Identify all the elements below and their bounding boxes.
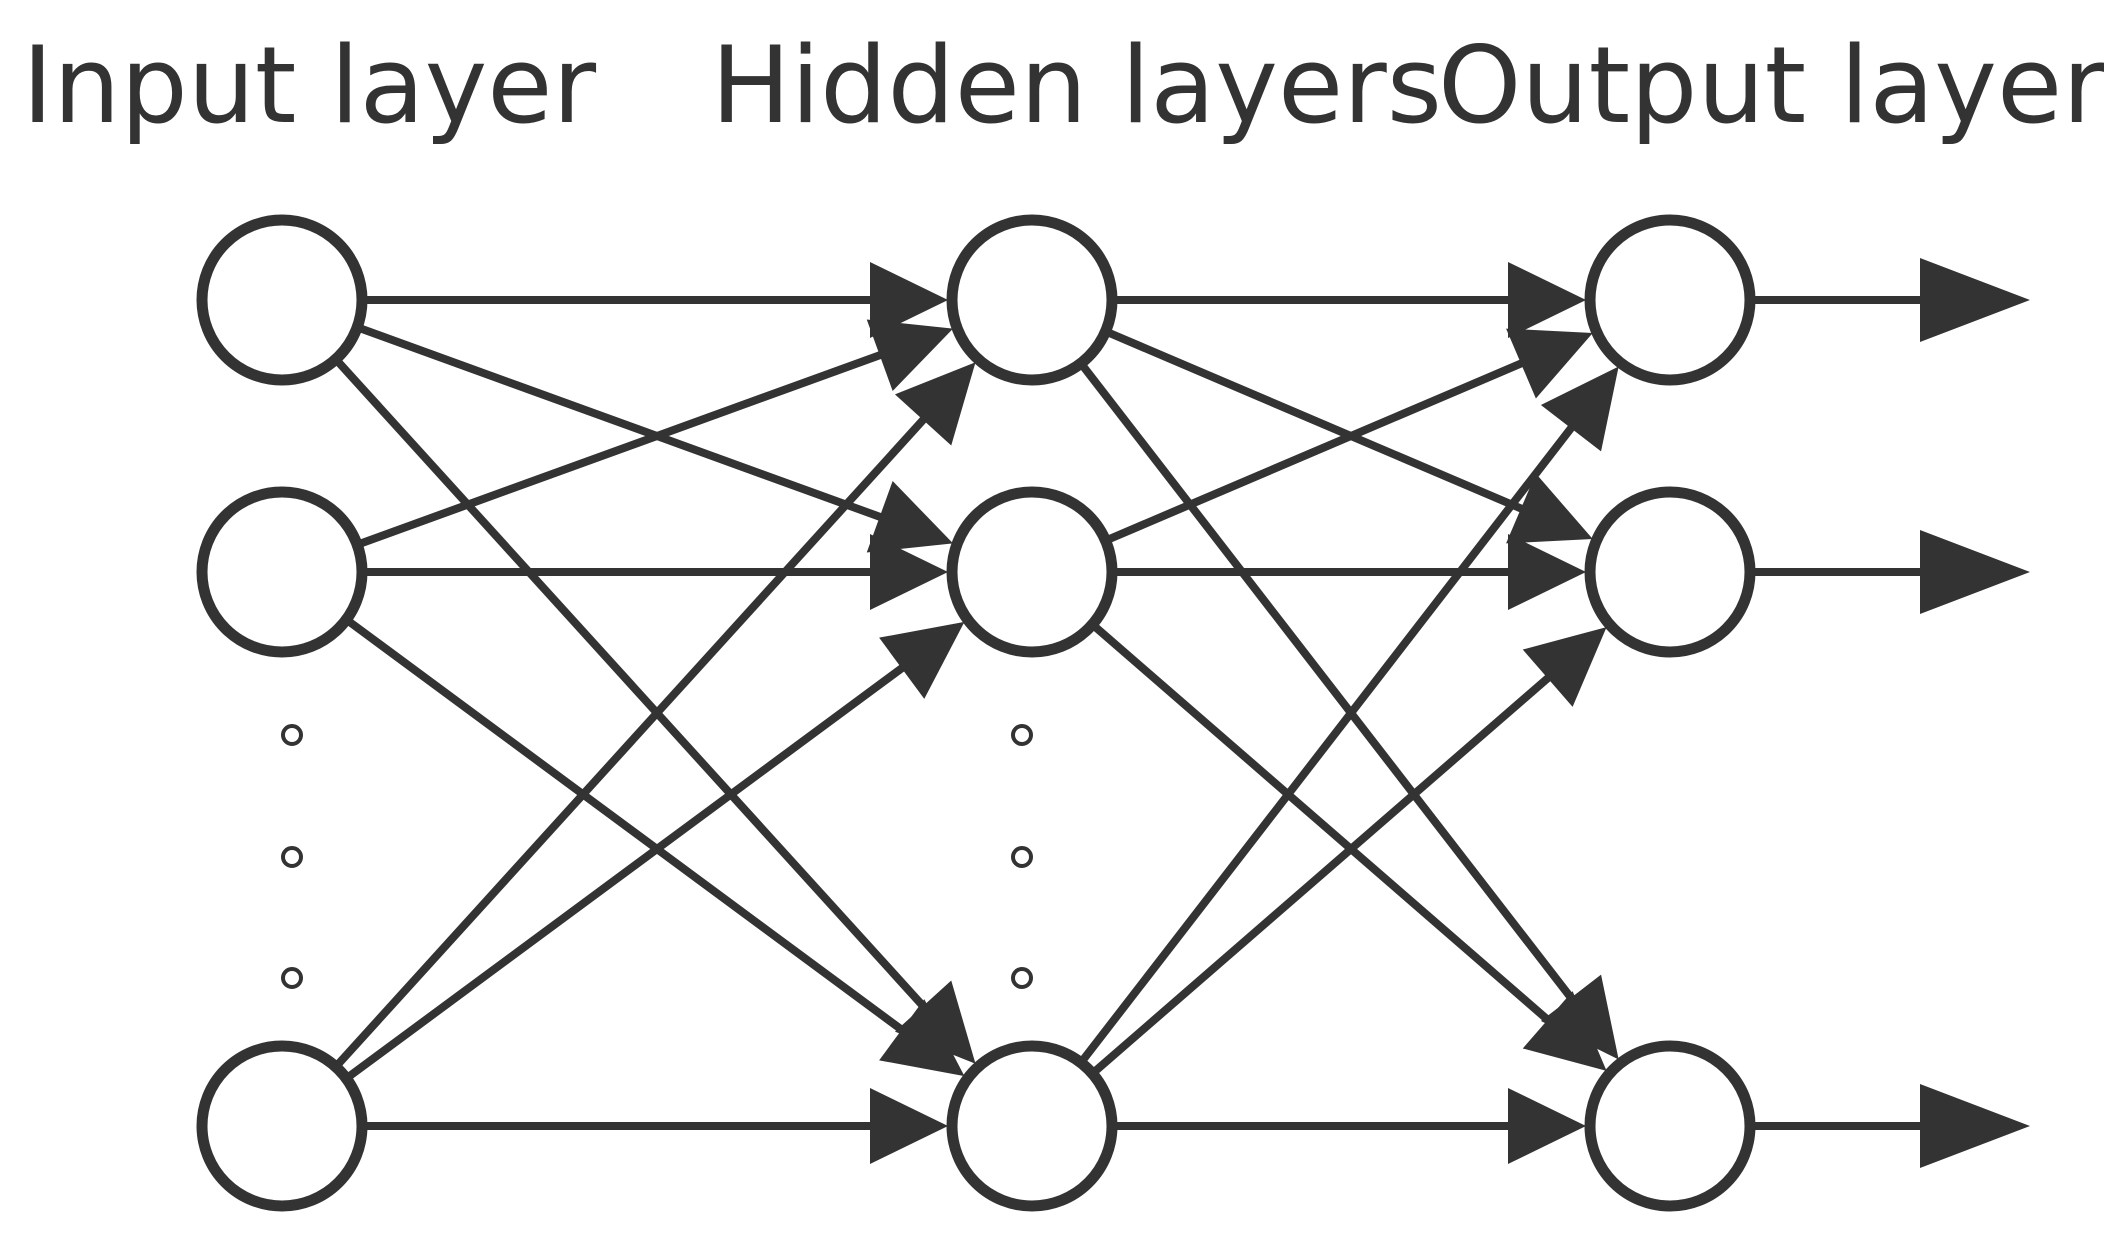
input-ellipsis-dot-1 xyxy=(281,724,303,746)
edge-hidden-3-to-output-2-line xyxy=(1089,672,1554,1077)
edge-hidden-2-to-output-1-arrowhead xyxy=(1506,328,1593,399)
edge-hidden-3-to-output-2-arrowhead xyxy=(1522,627,1607,707)
edge-input-3-to-hidden-2-arrowhead xyxy=(879,621,965,699)
edge-input-2-to-hidden-3-line xyxy=(343,616,908,1036)
edge-input-3-to-hidden-3 xyxy=(362,1088,948,1164)
edge-hidden-2-to-output-1 xyxy=(1104,328,1593,545)
hidden-ellipsis-dot-2 xyxy=(1011,846,1033,868)
edge-input-1-to-hidden-1-arrowhead xyxy=(870,262,948,338)
hidden-neuron-2 xyxy=(946,486,1118,658)
edge-input-3-to-hidden-2-line xyxy=(343,662,908,1082)
edge-hidden-1-to-output-2 xyxy=(1104,327,1593,544)
edge-hidden-2-to-output-3-arrowhead xyxy=(1522,991,1607,1071)
output-arrow-2 xyxy=(1750,530,2030,614)
edge-hidden-2-to-output-2 xyxy=(1112,534,1586,610)
hidden-neuron-3 xyxy=(946,1040,1118,1212)
output-arrow-3-arrowhead xyxy=(1920,1084,2030,1168)
edge-hidden-1-to-output-3-line xyxy=(1077,360,1577,1004)
edge-input-2-to-hidden-1 xyxy=(355,319,954,549)
input-ellipsis-dot-2 xyxy=(281,846,303,868)
edge-input-1-to-hidden-2-arrowhead xyxy=(866,481,954,553)
neurons xyxy=(196,214,1756,1212)
edge-input-2-to-hidden-1-arrowhead xyxy=(866,319,954,391)
input-neuron-3 xyxy=(196,1040,368,1212)
output-arrow-1-arrowhead xyxy=(1920,258,2030,342)
output-neuron-3 xyxy=(1584,1040,1756,1212)
edge-input-1-to-hidden-1 xyxy=(362,262,948,338)
edge-hidden-1-to-output-2-line xyxy=(1104,327,1527,514)
edge-hidden-3-to-output-2 xyxy=(1089,627,1607,1077)
input-neuron-1 xyxy=(196,214,368,386)
edge-hidden-1-to-output-1 xyxy=(1112,262,1586,338)
edge-hidden-3-to-output-3-arrowhead xyxy=(1508,1088,1586,1164)
edge-hidden-1-to-output-2-arrowhead xyxy=(1506,473,1593,544)
edge-hidden-2-to-output-2-arrowhead xyxy=(1508,534,1586,610)
edge-input-2-to-hidden-1-line xyxy=(355,350,885,549)
edge-hidden-2-to-output-1-line xyxy=(1104,358,1527,545)
edge-hidden-3-to-output-1 xyxy=(1077,366,1619,1066)
edge-input-1-to-hidden-2-line xyxy=(355,323,885,522)
edge-hidden-3-to-output-1-arrowhead xyxy=(1540,366,1619,452)
edge-hidden-3-to-output-1-line xyxy=(1077,422,1577,1066)
edge-input-1-to-hidden-2 xyxy=(355,323,954,553)
input-layer-label: Input layer xyxy=(22,24,597,147)
input-ellipsis-dot-3 xyxy=(281,967,303,989)
hidden-ellipsis-dot-3 xyxy=(1011,967,1033,989)
edge-input-3-to-hidden-1-line xyxy=(332,414,929,1070)
edge-hidden-3-to-output-3 xyxy=(1112,1088,1586,1164)
hidden-ellipsis-dot-1 xyxy=(1011,724,1033,746)
output-arrow-3 xyxy=(1750,1084,2030,1168)
ellipsis-indicators xyxy=(281,724,1033,989)
edge-input-3-to-hidden-1-arrowhead xyxy=(894,362,976,446)
input-ellipsis xyxy=(281,724,303,989)
output-layer-label: Output layer xyxy=(1438,24,2104,147)
edge-hidden-2-to-output-3 xyxy=(1089,621,1607,1071)
hidden-layers-label: Hidden layers xyxy=(711,24,1442,147)
edge-input-3-to-hidden-2 xyxy=(343,621,965,1082)
edge-input-1-to-hidden-3-line xyxy=(332,356,929,1012)
hidden-neuron-1 xyxy=(946,214,1118,386)
edge-input-2-to-hidden-2-arrowhead xyxy=(870,534,948,610)
hidden-ellipsis xyxy=(1011,724,1033,989)
edge-hidden-2-to-output-3-line xyxy=(1089,621,1554,1026)
output-arrows xyxy=(1750,258,2030,1168)
output-arrow-1 xyxy=(1750,258,2030,342)
connection-edges xyxy=(332,262,1619,1164)
output-neuron-1 xyxy=(1584,214,1756,386)
edge-input-2-to-hidden-3-arrowhead xyxy=(879,999,965,1077)
input-neuron-2 xyxy=(196,486,368,658)
output-neuron-2 xyxy=(1584,486,1756,658)
edge-input-3-to-hidden-3-arrowhead xyxy=(870,1088,948,1164)
output-arrow-2-arrowhead xyxy=(1920,530,2030,614)
edge-input-2-to-hidden-2 xyxy=(362,534,948,610)
edge-hidden-1-to-output-1-arrowhead xyxy=(1508,262,1586,338)
edge-input-2-to-hidden-3 xyxy=(343,616,965,1077)
edge-input-3-to-hidden-1 xyxy=(332,362,976,1070)
